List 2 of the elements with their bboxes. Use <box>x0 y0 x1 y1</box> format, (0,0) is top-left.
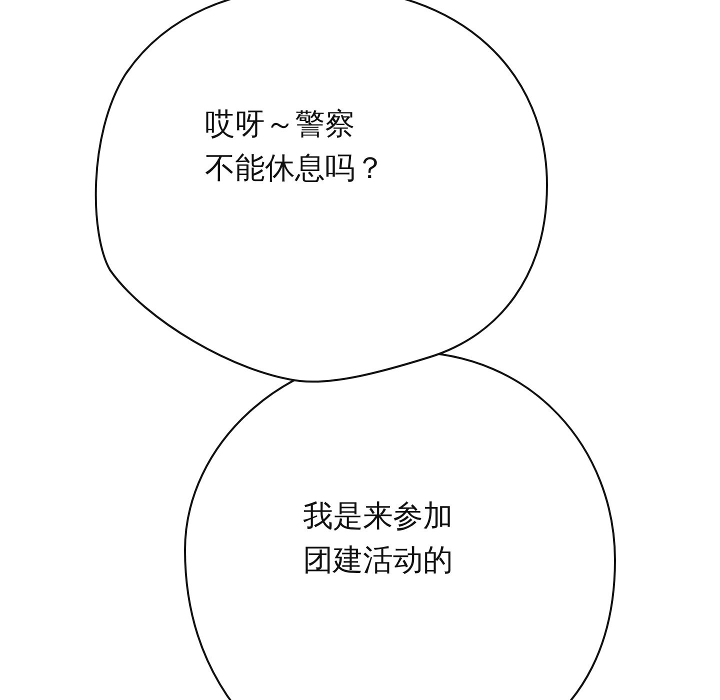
dialogue-text: 我是来参加团建活动的 <box>303 498 453 580</box>
dialogue-text: 哎呀～警察不能休息吗？ <box>205 106 385 188</box>
